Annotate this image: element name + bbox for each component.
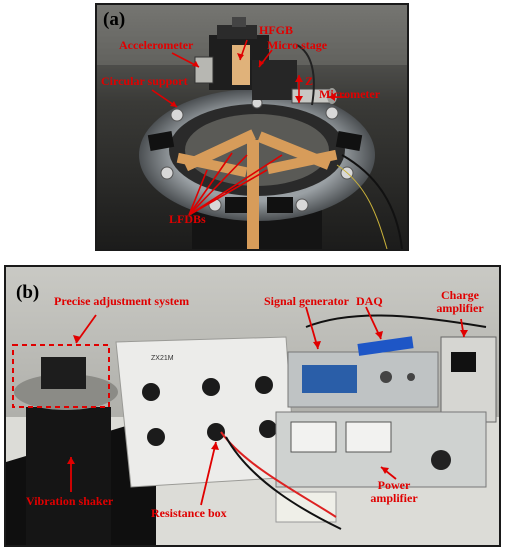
label-power-amplifier-line1: Power xyxy=(377,478,411,492)
photo-panel-a: (a) HFGB Accelerometer Micro stage Circu… xyxy=(95,3,409,251)
photo-panel-b: ZX21M xyxy=(4,265,501,547)
daq-device xyxy=(357,336,414,356)
label-circular-support: Circular support xyxy=(101,74,188,88)
label-charge-amplifier-line2: amplifier xyxy=(436,300,484,315)
label-lfdbs: LFDBs xyxy=(169,212,206,226)
label-vibration-shaker: Vibration shaker xyxy=(26,494,114,508)
resistance-box xyxy=(115,336,297,488)
label-hfgb: HFGB xyxy=(259,23,294,37)
lab-setup-photo: ZX21M xyxy=(6,267,499,545)
label-charge-amplifier: Charge amplifier xyxy=(430,289,490,314)
panel-a-label: (a) xyxy=(103,9,126,30)
label-micro-stage: Micro stage xyxy=(267,38,328,52)
label-precise-adjustment-system: Precise adjustment system xyxy=(54,294,190,308)
label-power-amplifier: Power amplifier xyxy=(364,479,424,504)
vibration-shaker xyxy=(26,407,111,545)
resistance-box-brand: ZX21M xyxy=(151,355,174,362)
panel-b-label: (b) xyxy=(16,282,40,303)
adjustment-system-box xyxy=(12,344,110,408)
label-daq: DAQ xyxy=(356,294,383,308)
label-accelerometer: Accelerometer xyxy=(119,38,194,52)
charge-amplifier xyxy=(440,336,497,423)
label-resistance-box: Resistance box xyxy=(151,506,227,520)
label-charge-amplifier-line1: Charge xyxy=(441,288,479,302)
stage-photo xyxy=(97,5,407,249)
label-z-axis: Z xyxy=(305,74,314,88)
label-signal-generator: Signal generator xyxy=(264,294,349,308)
label-power-amplifier-line2: amplifier xyxy=(370,490,418,505)
label-micrometer: Micrometer xyxy=(319,87,381,101)
